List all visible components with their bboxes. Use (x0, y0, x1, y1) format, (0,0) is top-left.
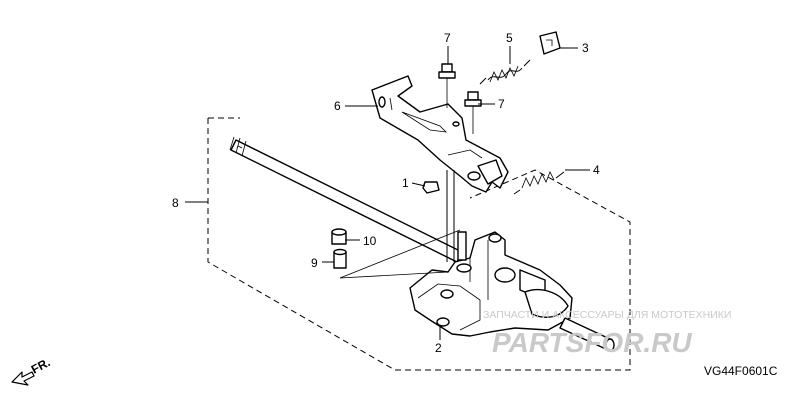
watermark-tagline: ЗАПЧАСТИ И АКСЕССУАРЫ ДЛЯ МОТОТЕХНИКИ (483, 309, 731, 321)
callout-7-upper: 7 (444, 31, 451, 45)
clip-part-3 (539, 31, 561, 55)
leader-lines (185, 46, 590, 340)
output-shaft (559, 317, 615, 352)
diagram-code: VG44F0601C (704, 364, 778, 378)
collar-part-10 (331, 228, 347, 245)
callout-2: 2 (435, 341, 442, 355)
bolt-part-7-lower (464, 91, 482, 134)
callout-8: 8 (172, 196, 179, 210)
watermark-brand: PARTSFOR.RU (492, 327, 692, 358)
callout-10: 10 (363, 234, 377, 248)
transmission-housing-part-2 (409, 231, 573, 337)
callout-4: 4 (593, 163, 600, 177)
callout-7-lower: 7 (498, 97, 505, 111)
callout-6: 6 (334, 99, 341, 113)
callout-5: 5 (506, 31, 513, 45)
spring-part-5 (479, 59, 531, 85)
bracket-part-6 (371, 75, 509, 193)
callout-1: 1 (402, 176, 409, 190)
watermark: ЗАПЧАСТИ И АКСЕССУАРЫ ДЛЯ МОТОТЕХНИКИ PA… (483, 309, 731, 358)
callout-9: 9 (311, 256, 318, 270)
assembly-boundary (207, 117, 631, 371)
front-direction-arrow-icon (11, 371, 35, 386)
spring-part-4 (513, 171, 565, 195)
bushing-part-9 (333, 248, 347, 269)
nut-part-1 (422, 181, 440, 194)
bolt-part-7-upper (438, 63, 456, 108)
callout-3: 3 (582, 41, 589, 55)
